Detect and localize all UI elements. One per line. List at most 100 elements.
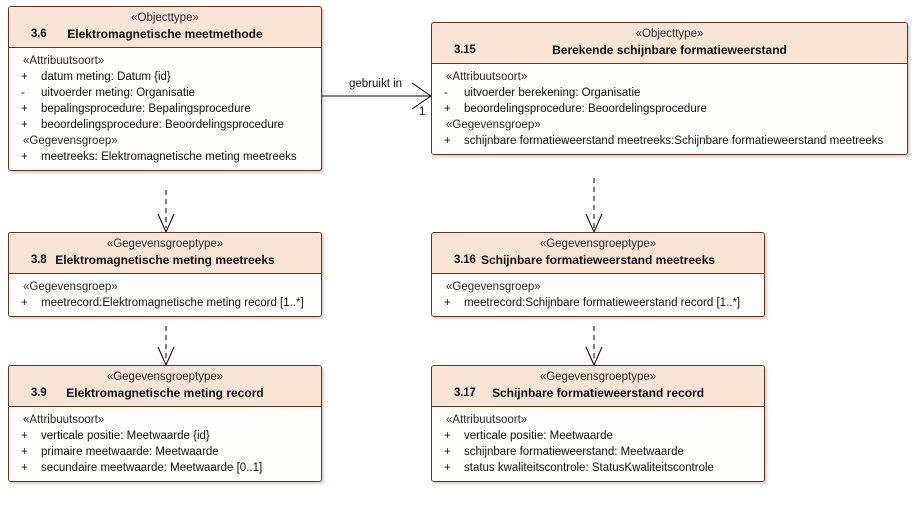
class-title-row: 3.16 Schijnbare formatieweerstand meetre… [438,252,758,268]
class-name: Elektromagnetische meting meetreeks [55,253,275,267]
visibility-marker: + [21,71,28,83]
class-name: Schijnbare formatieweerstand meetreeks [480,253,716,267]
class-box-elektromagnetische-meting-meetreeks[interactable]: «Gegevensgroeptype» 3.8 Elektromagnetisc… [8,232,322,317]
section-label-gegevensgroep: «Gegevensgroep» [446,119,541,131]
dependency-open-arrowhead-36-38 [157,213,175,234]
section-label-attribuutsoort: «Attribuutsoort» [23,55,105,67]
class-body: «Gegevensgroep» + meetrecord:Elektromagn… [9,274,321,316]
class-box-elektromagnetische-meetmethode[interactable]: «Objecttype» 3.6 Elektromagnetische meet… [8,6,322,171]
class-number: 3.16 [454,254,476,266]
attribute-row: + verticale positie: Meetwaarde [436,428,760,444]
visibility-marker: + [444,103,451,115]
class-box-schijnbare-formatieweerstand-record[interactable]: «Gegevensgroeptype» 3.17 Schijnbare form… [431,365,765,482]
class-name: Elektromagnetische meetmethode [67,27,263,41]
class-stereotype: «Gegevensgroeptype» [539,371,657,383]
attribute-text: datum meting: Datum {id} [41,71,171,83]
class-number: 3.9 [31,387,47,399]
attribute-text: verticale positie: Meetwaarde [464,430,613,442]
section-label-gegevensgroep: «Gegevensgroep» [23,281,118,293]
visibility-marker: - [444,87,448,99]
attribute-text: meetrecord:Schijnbare formatieweerstand … [464,297,741,309]
visibility-marker: + [21,151,28,163]
visibility-marker: + [21,103,28,115]
attribute-text: uitvoerder meting: Organisatie [41,87,196,99]
visibility-marker: + [444,446,451,458]
class-stereotype: «Objecttype» [635,28,704,40]
dependency-open-arrowhead-315-316 [585,213,603,234]
class-header: «Gegevensgroeptype» 3.9 Elektromagnetisc… [9,366,321,407]
visibility-marker: + [444,135,451,147]
attribute-text: schijnbare formatieweerstand meetreeks:S… [464,135,884,147]
association-label: gebruikt in [349,78,403,90]
visibility-marker: + [21,119,28,131]
attribute-text: meetrecord:Elektromagnetische meting rec… [41,297,304,309]
class-number: 3.8 [31,254,47,266]
visibility-marker: + [444,297,451,309]
class-header: «Objecttype» 3.15 Berekende schijnbare f… [432,23,907,64]
class-body: «Attribuutsoort» + verticale positie: Me… [432,407,764,481]
attribute-row: + meetreeks: Elektromagnetische meting m… [13,149,317,165]
association-target-multiplicity: 1 [419,106,426,118]
dependency-open-arrowhead-316-317 [585,346,603,367]
class-header: «Gegevensgroeptype» 3.8 Elektromagnetisc… [9,233,321,274]
attribute-text: status kwaliteitscontrole: StatusKwalite… [464,462,714,474]
attribute-text: primaire meetwaarde: Meetwaarde [41,446,219,458]
section-label-attribuutsoort: «Attribuutsoort» [446,414,528,426]
class-header: «Gegevensgroeptype» 3.16 Schijnbare form… [432,233,764,274]
attribute-row: + secundaire meetwaarde: Meetwaarde [0..… [13,460,317,476]
attribute-row: + status kwaliteitscontrole: StatusKwali… [436,460,760,476]
attribute-text: secundaire meetwaarde: Meetwaarde [0..1] [41,462,263,474]
class-header: «Gegevensgroeptype» 3.17 Schijnbare form… [432,366,764,407]
class-stereotype: «Gegevensgroeptype» [106,238,224,250]
class-title-row: 3.8 Elektromagnetische meting meetreeks [15,252,315,268]
class-title-row: 3.9 Elektromagnetische meting record [15,385,315,401]
class-stereotype: «Gegevensgroeptype» [539,238,657,250]
class-body: «Attribuutsoort» + datum meting: Datum {… [9,48,321,170]
class-name: Berekende schijnbare formatieweerstand [552,43,787,57]
attribute-row: + schijnbare formatieweerstand: Meetwaar… [436,444,760,460]
attribute-row: + schijnbare formatieweerstand meetreeks… [436,133,903,149]
visibility-marker: - [21,87,25,99]
class-title-row: 3.6 Elektromagnetische meetmethode [15,26,315,42]
attribute-row: + meetrecord:Elektromagnetische meting r… [13,295,317,311]
class-header: «Objecttype» 3.6 Elektromagnetische meet… [9,7,321,48]
class-number: 3.15 [454,44,476,56]
attribute-row: + bepalingsprocedure: Bepalingsprocedure [13,101,317,117]
class-box-berekende-schijnbare-formatieweerstand[interactable]: «Objecttype» 3.15 Berekende schijnbare f… [431,22,908,155]
visibility-marker: + [444,430,451,442]
class-number: 3.17 [454,387,476,399]
attribute-row: - uitvoerder meting: Organisatie [13,85,317,101]
attribute-text: meetreeks: Elektromagnetische meting mee… [41,151,297,163]
section-label-attribuutsoort: «Attribuutsoort» [23,414,105,426]
dependency-open-arrowhead-38-39 [157,346,175,367]
class-name: Schijnbare formatieweerstand record [491,386,705,400]
attribute-text: beoordelingsprocedure: Beoordelingsproce… [41,119,284,131]
class-number: 3.6 [31,28,47,40]
section-label-gegevensgroep: «Gegevensgroep» [446,281,541,293]
class-body: «Attribuutsoort» + verticale positie: Me… [9,407,321,481]
attribute-row: + datum meting: Datum {id} [13,69,317,85]
section-label-attribuutsoort: «Attribuutsoort» [446,71,528,83]
visibility-marker: + [21,430,28,442]
class-body: «Attribuutsoort» - uitvoerder berekening… [432,64,907,154]
attribute-text: bepalingsprocedure: Bepalingsprocedure [41,103,251,115]
class-body: «Gegevensgroep» + meetrecord:Schijnbare … [432,274,764,316]
attribute-text: beoordelingsprocedure: Beoordelingsproce… [464,103,707,115]
class-box-elektromagnetische-meting-record[interactable]: «Gegevensgroeptype» 3.9 Elektromagnetisc… [8,365,322,482]
attribute-row: - uitvoerder berekening: Organisatie [436,85,903,101]
attribute-row: + primaire meetwaarde: Meetwaarde [13,444,317,460]
class-name: Elektromagnetische meting record [66,386,264,400]
class-box-schijnbare-formatieweerstand-meetreeks[interactable]: «Gegevensgroeptype» 3.16 Schijnbare form… [431,232,765,317]
class-title-row: 3.17 Schijnbare formatieweerstand record [438,385,758,401]
attribute-text: schijnbare formatieweerstand: Meetwaarde [464,446,684,458]
visibility-marker: + [444,462,451,474]
visibility-marker: + [21,446,28,458]
visibility-marker: + [21,462,28,474]
class-stereotype: «Gegevensgroeptype» [106,371,224,383]
class-title-row: 3.15 Berekende schijnbare formatieweerst… [438,42,901,58]
section-label-gegevensgroep: «Gegevensgroep» [23,135,118,147]
attribute-text: uitvoerder berekening: Organisatie [464,87,641,99]
attribute-row: + meetrecord:Schijnbare formatieweerstan… [436,295,760,311]
visibility-marker: + [21,297,28,309]
